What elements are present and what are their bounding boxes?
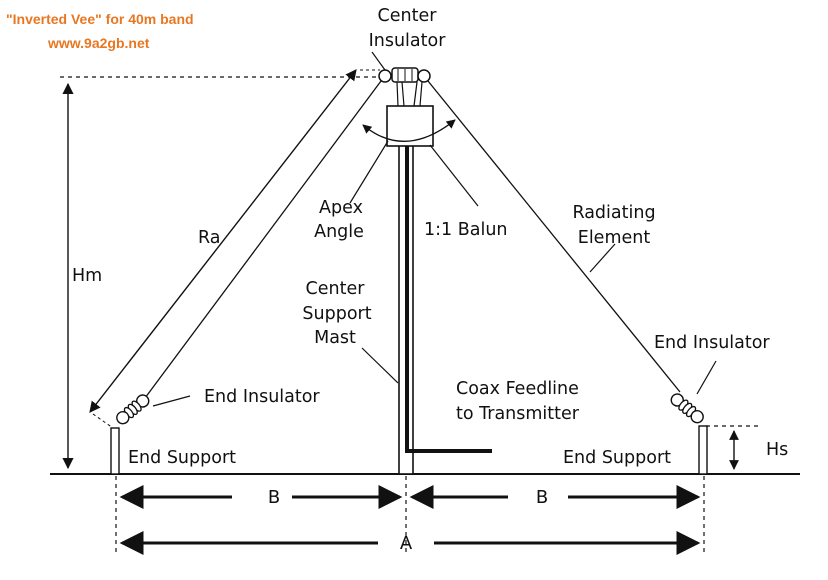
radiating-element-label-line1: Radiating [572,203,655,223]
center-insulator-label-line2: Insulator [369,31,447,51]
right-radiating-element [427,80,681,393]
apex-angle-arc [362,119,456,142]
balun-label: 1:1 Balun [424,220,508,240]
left-end-insulator [116,394,150,425]
coax-label-line2: to Transmitter [456,404,580,424]
apex-angle-label-line1: Apex [319,198,363,218]
end-support-left-label: End Support [128,448,236,468]
ra-label: Ra [198,228,221,248]
radiating-element-leader [589,243,616,273]
ra-dimension-arrow [89,69,357,413]
center-insulator-label-line1: Center [378,6,438,26]
mast-label-line2: Support [302,304,371,324]
left-end-support-post [110,427,120,475]
end-insulator-right-label: End Insulator [654,333,770,353]
diagram-title: "Inverted Vee" for 40m band [6,11,194,27]
a-label: A [400,533,413,554]
right-end-insulator [670,393,704,424]
coax-label-line1: Coax Feedline [456,379,579,399]
hm-label: Hm [72,266,102,286]
b-left-label: B [268,487,280,508]
right-end-support-post [698,425,708,475]
ra-extension-bottom [92,413,114,429]
mast-leader [361,347,399,384]
mast-label-line1: Center [306,279,366,299]
apex-angle-leader [349,140,389,204]
balun-leader [429,144,479,207]
b-right-label: B [536,487,548,508]
end-support-right-label: End Support [563,448,671,468]
center-insulator [378,67,431,83]
center-insulator-leader [371,51,386,71]
balun-leads [396,81,423,107]
right-end-insulator-leader [696,360,717,395]
end-insulator-left-label: End Insulator [204,387,320,407]
radiating-element-label-line2: Element [578,228,651,248]
hs-label: Hs [766,440,788,460]
website-label: www.9a2gb.net [47,35,150,51]
mast-label-line3: Mast [314,328,356,348]
apex-angle-label-line2: Angle [314,222,364,242]
left-end-insulator-leader [152,395,191,407]
